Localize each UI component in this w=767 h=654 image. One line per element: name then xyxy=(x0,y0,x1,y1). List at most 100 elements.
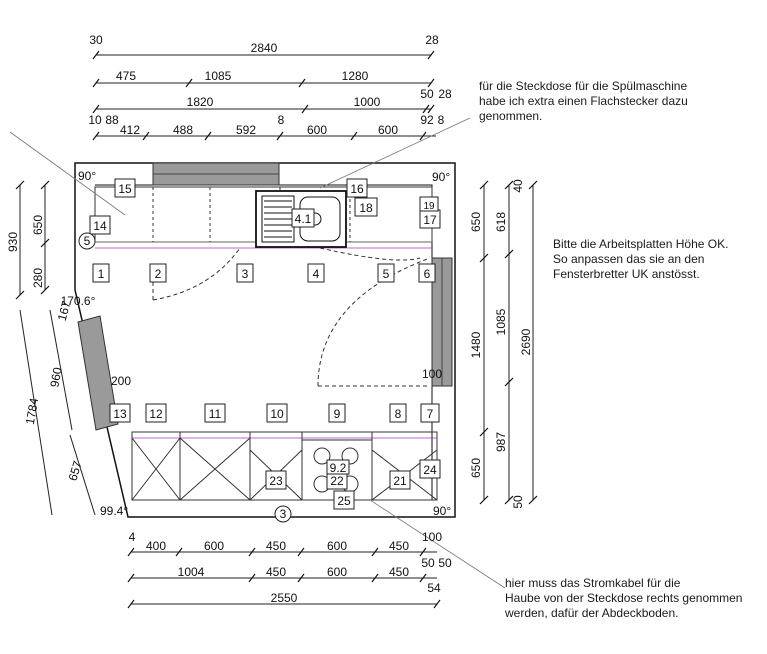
dim-b-2550: 2550 xyxy=(271,591,298,605)
leader-lines xyxy=(9,117,506,589)
dim-412: 412 xyxy=(120,123,140,137)
dim-l-167: 167 xyxy=(55,299,74,322)
door-swing-main xyxy=(317,257,431,387)
note-power-cable-hood: hier muss das Stromkabel für die Haube v… xyxy=(505,576,743,620)
marker-circle-3: 3 xyxy=(280,507,287,521)
dim-592: 592 xyxy=(236,123,256,137)
dim-r-650b: 650 xyxy=(469,458,483,478)
dim-b-400: 400 xyxy=(146,539,166,553)
marker-11: 11 xyxy=(209,407,222,421)
hob-burner xyxy=(313,447,331,465)
dim-r-2690: 2690 xyxy=(519,328,533,355)
dim-l-650: 650 xyxy=(31,215,45,235)
dim-b-50a: 50 xyxy=(421,556,435,570)
dim-8b: 8 xyxy=(438,113,445,127)
dim-r-650a: 650 xyxy=(469,212,483,232)
marker-8: 8 xyxy=(395,407,402,421)
dim-top-right: 28 xyxy=(425,33,439,47)
marker-18: 18 xyxy=(359,201,373,215)
marker-24: 24 xyxy=(423,463,437,477)
marker-circle-5: 5 xyxy=(84,234,91,248)
marker-14: 14 xyxy=(93,219,107,233)
dim-b-54: 54 xyxy=(427,581,441,595)
dim-l-200: 200 xyxy=(111,374,131,388)
dim-475: 475 xyxy=(116,69,136,83)
dim-1085: 1085 xyxy=(205,69,232,83)
dim-l-1784: 1784 xyxy=(23,397,41,426)
marker-4: 4 xyxy=(313,267,320,281)
dim-92: 92 xyxy=(420,113,434,127)
dim-b-600b: 600 xyxy=(327,539,347,553)
marker-19: 19 xyxy=(423,201,435,212)
dim-600b: 600 xyxy=(378,123,398,137)
dim-28b: 28 xyxy=(438,87,452,101)
dim-b-450b: 450 xyxy=(389,539,409,553)
marker-6: 6 xyxy=(424,267,431,281)
dim-b-450c: 450 xyxy=(266,565,286,579)
marker-7: 7 xyxy=(427,407,434,421)
dim-50a: 50 xyxy=(420,87,434,101)
dim-600a: 600 xyxy=(307,123,327,137)
dimension-ticks xyxy=(15,50,538,609)
marker-10: 10 xyxy=(270,407,284,421)
bottom-counter xyxy=(131,431,438,501)
dim-r-40: 40 xyxy=(511,179,525,193)
marker-13: 13 xyxy=(113,407,127,421)
marker-16: 16 xyxy=(350,182,364,196)
dim-b-600a: 600 xyxy=(204,539,224,553)
marker-1: 1 xyxy=(98,267,105,281)
dim-b-100: 100 xyxy=(422,530,442,544)
dim-b-450d: 450 xyxy=(389,565,409,579)
dim-488: 488 xyxy=(173,123,193,137)
marker-2: 2 xyxy=(155,267,162,281)
dim-b-600c: 600 xyxy=(327,565,347,579)
dim-l-280: 280 xyxy=(31,268,45,288)
dim-1820: 1820 xyxy=(187,95,214,109)
dim-b-50b: 50 xyxy=(438,556,452,570)
marker-5: 5 xyxy=(383,267,390,281)
marker-17: 17 xyxy=(423,213,437,227)
angle-br: 90° xyxy=(433,504,451,518)
dim-8: 8 xyxy=(278,113,285,127)
window-left xyxy=(77,315,119,431)
hob-burner xyxy=(341,447,359,465)
angle-tl: 90° xyxy=(78,169,96,183)
marker-15: 15 xyxy=(118,182,132,196)
dim-r-100: 100 xyxy=(422,367,442,381)
dim-b-4: 4 xyxy=(129,530,136,544)
dim-top-total: 2840 xyxy=(251,41,278,55)
marker-22: 22 xyxy=(330,474,344,488)
note-worktop-height: Bitte die Arbeitsplatten Höhe OK. So anp… xyxy=(553,237,729,281)
marker-23: 23 xyxy=(269,474,283,488)
marker-25: 25 xyxy=(337,494,351,508)
dim-1280: 1280 xyxy=(342,69,369,83)
marker-9-2: 9.2 xyxy=(330,461,347,475)
dim-r-618: 618 xyxy=(494,212,508,232)
angle-bl: 99.4° xyxy=(100,504,128,518)
dim-top-left: 30 xyxy=(89,33,103,47)
dim-r-1085: 1085 xyxy=(494,308,508,335)
door-swing-5 xyxy=(319,247,421,261)
marker-21: 21 xyxy=(393,474,407,488)
note-dishwasher-socket: für die Steckdose für die Spülmaschine h… xyxy=(479,79,688,123)
dim-10: 10 xyxy=(88,113,102,127)
dim-l-angle: 170.6° xyxy=(61,294,96,308)
dim-b-450a: 450 xyxy=(266,539,286,553)
dim-l-930: 930 xyxy=(6,232,20,252)
dim-r-987: 987 xyxy=(494,432,508,452)
marker-4-1: 4.1 xyxy=(295,212,312,226)
marker-9: 9 xyxy=(334,407,341,421)
marker-3: 3 xyxy=(242,267,249,281)
dim-88: 88 xyxy=(105,113,119,127)
angle-tr: 90° xyxy=(432,170,450,184)
dim-1000: 1000 xyxy=(354,95,381,109)
dim-l-657: 657 xyxy=(66,459,85,483)
dim-b-1004: 1004 xyxy=(178,565,205,579)
dimension-lines xyxy=(19,54,534,605)
dim-r-1480: 1480 xyxy=(469,331,483,358)
dim-r-50: 50 xyxy=(511,495,525,509)
dim-l-960: 960 xyxy=(47,366,64,388)
marker-12: 12 xyxy=(149,407,163,421)
door-swing-2 xyxy=(152,247,241,301)
